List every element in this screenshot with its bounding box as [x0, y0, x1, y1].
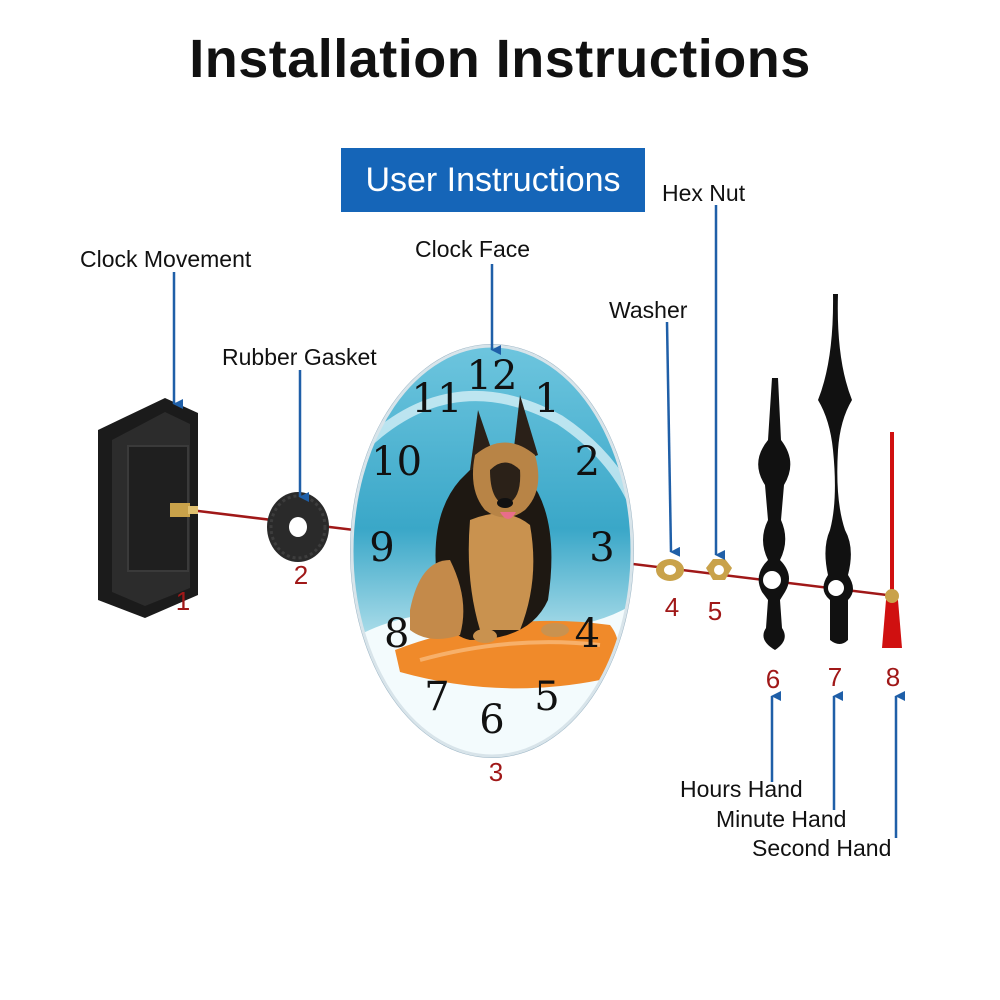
number-minute-hand: 7 [827, 662, 843, 692]
dial-numeral-4: 4 [575, 611, 600, 657]
label-washer: Washer [609, 297, 688, 323]
number-rubber-gasket: 2 [293, 560, 309, 590]
rubber-gasket-drawing [267, 492, 329, 562]
dial-numeral-9: 9 [369, 525, 394, 571]
label-clock-face: Clock Face [415, 236, 531, 262]
number-hours-hand: 6 [765, 664, 781, 694]
dial-numeral-5: 5 [534, 674, 559, 720]
clock-movement-drawing [98, 398, 198, 618]
arrow-washer [665, 321, 681, 557]
number-second-hand: 8 [885, 662, 901, 692]
dial-numeral-1: 1 [534, 376, 559, 422]
number-washer: 4 [664, 592, 680, 622]
dial-numeral-3: 3 [589, 525, 614, 571]
label-clock-movement: Clock Movement [80, 246, 252, 272]
number-hex-nut: 5 [707, 596, 723, 626]
washer-drawing [656, 559, 684, 581]
dial-numeral-12: 12 [467, 353, 518, 399]
second-hand-drawing [882, 432, 902, 648]
label-minute-hand: Minute Hand [716, 806, 847, 832]
label-hours-hand: Hours Hand [680, 776, 803, 802]
label-rubber-gasket: Rubber Gasket [222, 344, 377, 370]
page-title: Installation Instructions [189, 29, 811, 89]
dial-numeral-8: 8 [384, 611, 409, 657]
number-clock-face: 3 [488, 757, 504, 787]
hours-hand-drawing [758, 378, 791, 650]
dial-numeral-7: 7 [424, 674, 449, 720]
minute-hand-drawing [818, 294, 853, 644]
label-hex-nut: Hex Nut [662, 180, 746, 206]
hex-nut-drawing [706, 559, 732, 580]
dial-numeral-10: 10 [371, 439, 422, 485]
subtitle-text: User Instructions [365, 161, 621, 199]
label-second-hand: Second Hand [752, 835, 892, 861]
dial-numeral-6: 6 [479, 697, 504, 743]
number-clock-movement: 1 [175, 586, 191, 616]
dial-numeral-2: 2 [575, 439, 600, 485]
subtitle-banner: User Instructions [341, 148, 645, 212]
dial-numeral-11: 11 [412, 376, 463, 422]
